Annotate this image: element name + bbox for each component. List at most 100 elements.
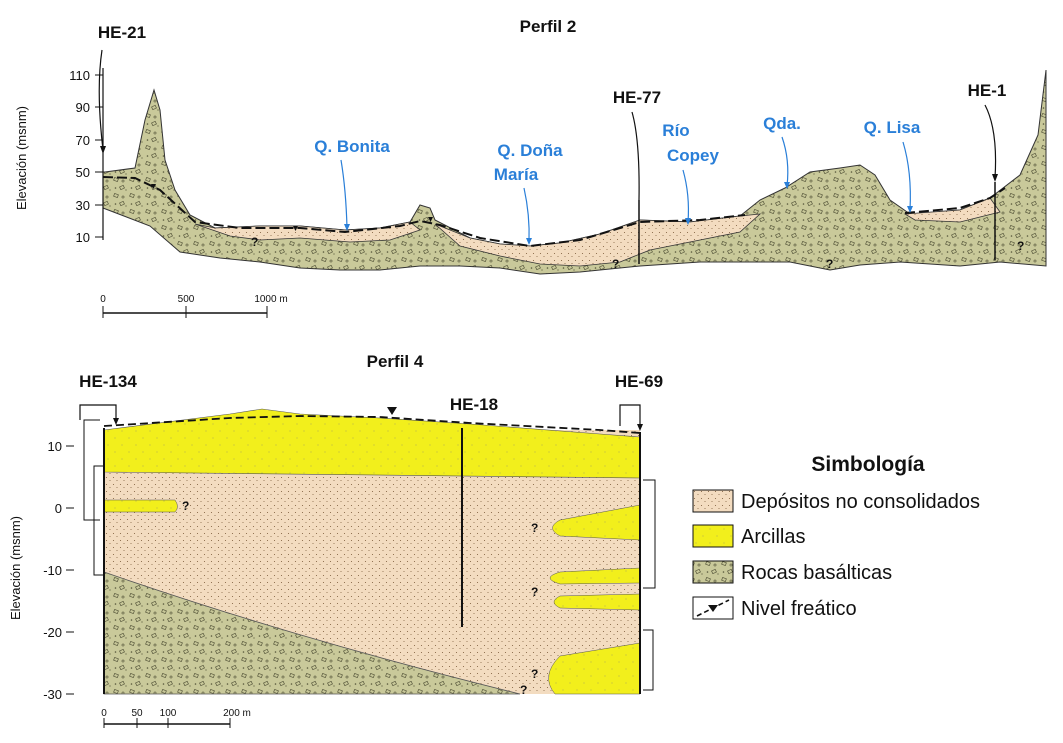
p2-y-axis-label: Elevación (msnm) xyxy=(14,106,29,210)
p2-tick-label: 70 xyxy=(76,133,90,148)
arrow-head-icon xyxy=(784,182,790,189)
legend-swatch-clay xyxy=(692,524,734,548)
well-screen-bracket xyxy=(643,629,654,691)
p4-tick-label: -10 xyxy=(43,563,62,578)
well-label-he-134: HE-134 xyxy=(79,372,137,391)
stream-label-q-bonita: Q. Bonita xyxy=(314,137,390,156)
p2-scale-label: 1000 m xyxy=(254,294,287,305)
unknown-contact-mark: ? xyxy=(520,683,527,697)
legend-label: Depósitos no consolidados xyxy=(741,491,980,513)
well-label-he-18: HE-18 xyxy=(450,395,498,414)
water-table-marker-icon xyxy=(387,407,397,415)
p4-tick-label: -30 xyxy=(43,687,62,702)
stream-label-q-lisa: Q. Lisa xyxy=(864,118,921,137)
basalt-layer-p4 xyxy=(103,571,521,695)
stream-labels: Q. Bonita Q. Doña María Río Copey Qda. Q… xyxy=(314,114,921,245)
water-table-marker-icon xyxy=(293,226,298,231)
p2-tick-label: 90 xyxy=(76,100,90,115)
p4-scale-label: 0 xyxy=(101,708,107,719)
p4-tick-label: 0 xyxy=(55,501,62,516)
well-pointer xyxy=(984,104,997,179)
water-table-p2 xyxy=(102,176,1006,248)
p4-y-ticks: 10 0 -10 -20 -30 xyxy=(43,439,74,702)
p2-scale-label: 0 xyxy=(100,294,106,305)
unknown-contact-mark: ? xyxy=(531,521,538,535)
unknown-contact-mark: ? xyxy=(531,585,538,599)
well-screen-bracket xyxy=(643,479,656,589)
arrow-head-icon xyxy=(526,238,532,245)
profile-4: Perfil 4 HE-134 HE-18 HE-69 xyxy=(8,352,663,728)
unknown-contact-mark: ? xyxy=(251,235,258,249)
stream-label-qda: Qda. xyxy=(763,114,801,133)
profile-2-title: Perfil 2 xyxy=(520,17,577,36)
p2-scale-label: 500 xyxy=(178,294,195,305)
legend-swatch-basalt xyxy=(692,560,734,584)
legend-swatch-unconsolidated xyxy=(692,489,734,513)
legend-label: Arcillas xyxy=(741,526,805,548)
legend-title: Simbología xyxy=(811,453,924,476)
well-pointer xyxy=(98,49,104,151)
well-label-he-69: HE-69 xyxy=(615,372,663,391)
stream-pointer xyxy=(902,141,911,211)
p4-y-axis-label: Elevación (msnm) xyxy=(8,516,23,620)
clay-lens xyxy=(553,593,641,611)
well-label-he-77: HE-77 xyxy=(613,88,661,107)
stream-label-rio-copey: Río xyxy=(662,121,689,140)
p4-scale-bar: 0 50 100 200 m xyxy=(101,708,251,728)
p4-tick-label: 10 xyxy=(48,439,62,454)
clay-lens xyxy=(103,499,178,513)
stream-label-q-dona-maria-2: María xyxy=(494,165,539,184)
unknown-contact-mark: ? xyxy=(1017,239,1024,253)
unknown-contact-mark: ? xyxy=(826,257,833,271)
arrow-head-icon xyxy=(113,418,119,425)
water-table-marker-icon xyxy=(151,184,156,189)
arrow-head-icon xyxy=(992,174,998,182)
well-pointer xyxy=(619,404,641,428)
stream-pointer xyxy=(682,169,690,223)
clay-lens xyxy=(552,504,641,541)
stream-label-rio-copey-2: Copey xyxy=(667,146,720,165)
legend: Simbología Depósitos no consolidados Arc… xyxy=(692,453,980,620)
p2-tick-label: 110 xyxy=(69,68,90,83)
legend-label: Rocas basálticas xyxy=(741,562,892,584)
arrow-head-icon xyxy=(344,224,350,231)
water-table-marker-icon xyxy=(708,605,718,612)
clay-layer-top-p4 xyxy=(103,408,641,479)
unknown-contact-mark: ? xyxy=(612,257,619,271)
unknown-contact-mark: ? xyxy=(531,667,538,681)
clay-lens xyxy=(549,567,641,585)
well-pointer xyxy=(79,404,117,422)
p4-scale-label: 50 xyxy=(131,708,143,719)
p4-scale-label: 200 m xyxy=(223,708,251,719)
legend-label: Nivel freático xyxy=(741,598,857,620)
arrow-head-icon xyxy=(637,424,643,431)
arrow-head-icon xyxy=(907,206,913,213)
well-screen-bracket xyxy=(93,465,104,576)
well-screen-bracket xyxy=(83,419,100,521)
unconsolidated-deposits-p2b xyxy=(434,213,762,267)
p2-y-ticks: 110 90 70 50 30 10 xyxy=(69,68,103,245)
stream-pointer xyxy=(781,136,789,187)
well-pointer xyxy=(631,111,640,201)
p2-scale-bar: 0 500 1000 m xyxy=(100,294,288,318)
water-table-marker-icon xyxy=(428,217,433,222)
stream-pointer xyxy=(340,159,348,229)
well-label-he-1: HE-1 xyxy=(968,81,1007,100)
arrow-head-icon xyxy=(685,218,691,225)
arrow-head-icon xyxy=(100,146,106,154)
legend-swatch-water-table xyxy=(692,596,734,620)
profile-2: Perfil 2 110 90 70 50 30 10 Elevación ( xyxy=(14,17,1047,318)
p2-tick-label: 50 xyxy=(76,165,90,180)
profile-4-title: Perfil 4 xyxy=(367,352,424,371)
p4-scale-label: 100 xyxy=(160,708,177,719)
p2-tick-label: 30 xyxy=(76,198,90,213)
stream-label-q-dona-maria: Q. Doña xyxy=(497,141,563,160)
stream-pointer xyxy=(523,187,530,243)
water-table-p4 xyxy=(103,415,641,434)
well-label-he-21: HE-21 xyxy=(98,23,146,42)
p4-tick-label: -20 xyxy=(43,625,62,640)
p2-tick-label: 10 xyxy=(76,230,90,245)
unknown-contact-mark: ? xyxy=(182,499,189,513)
